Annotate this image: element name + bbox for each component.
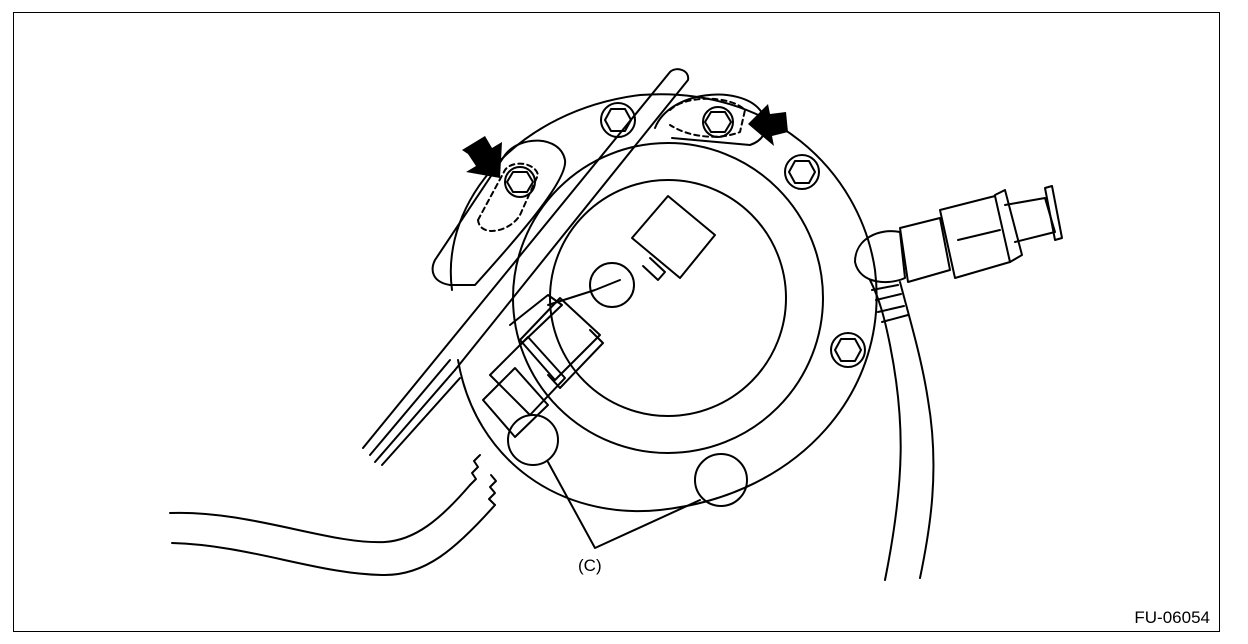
flange-bump — [694, 453, 748, 507]
figure-id: FU-06054 — [1134, 608, 1210, 627]
pump-flange-outer — [449, 93, 878, 513]
retainer-bracket-left — [431, 139, 567, 286]
hex-nut-3 — [830, 332, 866, 368]
arrow-down-right-icon — [462, 136, 502, 178]
fuel-hose-left — [169, 484, 471, 544]
diagonal-rod — [362, 68, 690, 449]
flange-bump — [589, 262, 635, 308]
retainer-bracket-right — [654, 93, 768, 146]
flange-bump — [507, 414, 559, 466]
callout-label-c: (C) — [578, 556, 602, 575]
hose-elbow-right — [854, 230, 935, 581]
quick-connector-right — [899, 185, 1063, 283]
pipe-fitting — [482, 279, 621, 438]
electrical-connector — [631, 195, 716, 281]
pump-ring-inner — [549, 179, 787, 417]
hex-bolt-left — [504, 166, 536, 198]
hex-nut-2 — [784, 154, 820, 190]
figure-frame — [13, 12, 1220, 632]
arrow-left-icon — [748, 104, 788, 146]
callout-leader — [547, 461, 701, 549]
hex-bolt-right — [702, 106, 734, 138]
